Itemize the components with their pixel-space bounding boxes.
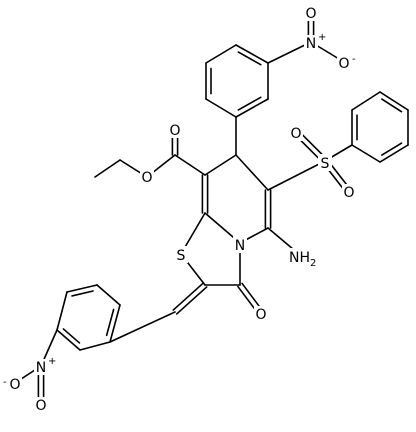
bond-a4-a5	[235, 98, 269, 118]
bond-d6-d1-inner	[105, 308, 115, 337]
bond-b6-b1	[351, 144, 381, 163]
atom-sulfonyl-S: S	[321, 156, 330, 172]
atom-nitro-bottom-O-down: O	[35, 398, 46, 414]
atom-sulfonyl-O-left: O	[290, 126, 301, 142]
bond-d3-d4	[56, 291, 68, 331]
atom-ring-S: S	[177, 248, 186, 264]
bond-d2-d3-inner	[71, 290, 94, 297]
atom-ester-O-ether: O	[141, 170, 152, 186]
bond-b3-b4	[379, 91, 409, 111]
bond-a6-a1	[235, 44, 269, 64]
atom-amino-NH: NH2	[289, 250, 316, 269]
bond-a4-a5-inner	[237, 96, 262, 111]
bond-ech2-ech3	[94, 159, 121, 178]
bond-c8-ec	[174, 154, 206, 176]
bond-c6-c7	[235, 154, 269, 191]
atom-nitro-top-O-right: O	[338, 56, 349, 72]
atom-ester-O-carbonyl: O	[169, 123, 180, 139]
bond-exocyclic-double-b	[175, 286, 208, 315]
atom-ring-N: N	[235, 238, 245, 254]
atom-label-layer: N + O O - O O S O O S N O NH2 N +	[3, 5, 356, 414]
atom-nitro-bottom-O-left: O	[9, 377, 20, 393]
bond-d4-d5	[56, 329, 81, 351]
bond-d2-d3	[66, 284, 98, 293]
bond-a3-a4	[205, 98, 237, 118]
atom-sulfonyl-O-right: O	[343, 185, 354, 201]
bond-benzylidene-aryl	[109, 311, 176, 343]
bond-b5-b6	[379, 144, 409, 163]
bond-core-sulfonyl	[267, 160, 326, 191]
bond-d1-d2	[96, 284, 121, 306]
bond-d4-d5-inner	[62, 328, 81, 344]
bond-a6-a1-inner	[237, 51, 262, 66]
bond-d6-d1	[109, 304, 121, 343]
amino-NH-text: NH	[289, 250, 310, 266]
charge-nitro-bottom-N: +	[48, 356, 56, 367]
bond-b5-b6-inner	[381, 142, 403, 156]
atom-nitro-bottom-N: N	[36, 360, 46, 376]
charge-nitro-top-O: -	[352, 54, 356, 65]
bond-exocyclic-double-a	[172, 282, 205, 311]
charge-nitro-top-N: +	[318, 32, 326, 43]
atom-nitro-top-N: N	[306, 36, 316, 52]
amino-subscript: 2	[310, 258, 316, 269]
charge-nitro-bottom-O: -	[3, 377, 7, 388]
bond-b2-b3	[351, 91, 381, 111]
bond-d5-d6	[79, 341, 111, 351]
atom-nitro-top-O-up: O	[305, 6, 316, 22]
atom-ring-O-carbonyl: O	[255, 307, 266, 323]
bond-a1-a2	[205, 44, 237, 64]
bond-c7-c8	[204, 154, 237, 176]
bond-b3-b4-inner	[381, 98, 403, 113]
bond-ring-nitro-top	[267, 41, 312, 64]
